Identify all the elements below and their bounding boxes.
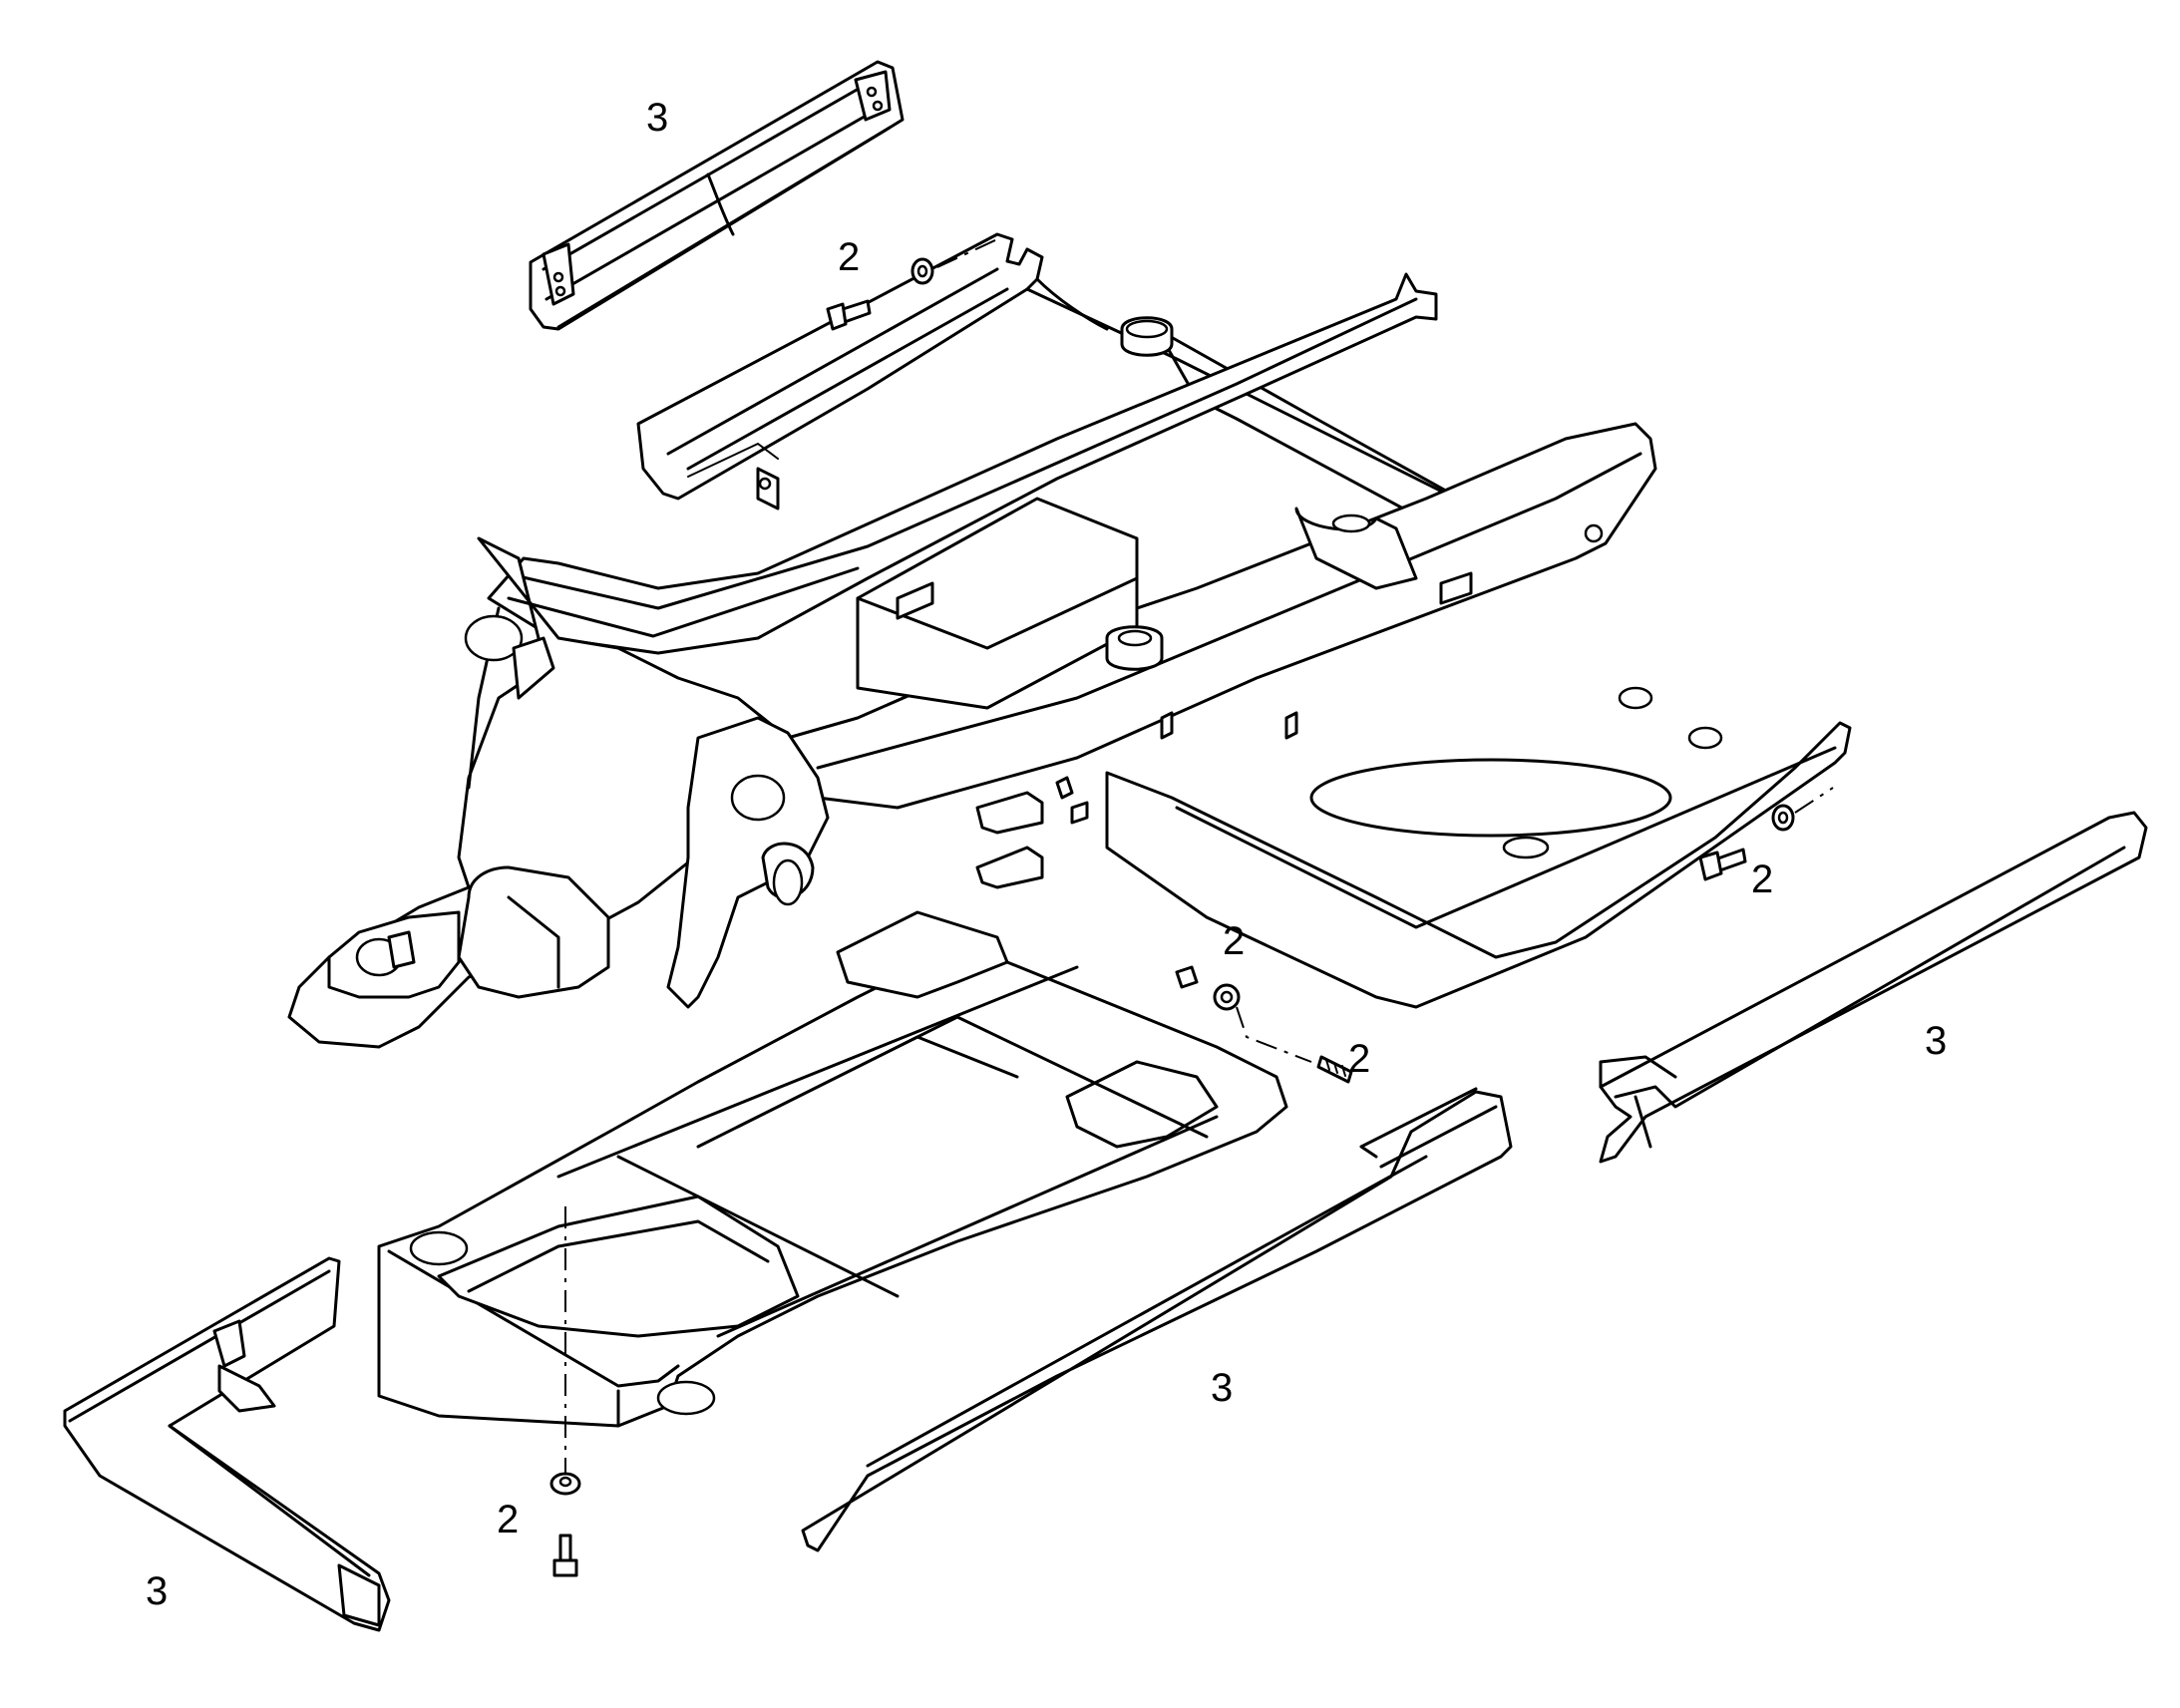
inner-brackets [975, 776, 1089, 889]
bolt-right [1698, 787, 1834, 881]
callout-cover-center-long: 3 [1211, 1366, 1234, 1410]
bolt-center [1175, 965, 1353, 1084]
cover-bottom-left [63, 1256, 391, 1632]
right-platform [1105, 686, 1852, 1009]
callout-cover-right: 3 [1925, 1019, 1948, 1063]
left-side-plate [287, 536, 830, 1049]
callout-bolt-right: 2 [1751, 857, 1774, 901]
callout-bolt-center-nut: 2 [1223, 919, 1246, 963]
callout-bolt-top-left: 2 [838, 235, 861, 279]
bolt-top-left [826, 238, 998, 331]
cover-right [1599, 811, 2148, 1164]
callout-bolt-center-stud: 2 [1348, 1037, 1371, 1081]
bolt-bottom [549, 1206, 581, 1577]
cover-center-long [801, 1087, 1513, 1552]
callout-cover-top-left: 3 [646, 96, 669, 140]
callout-bolt-bottom: 2 [497, 1498, 520, 1541]
callout-cover-bottom-left: 3 [146, 1569, 169, 1613]
lower-frame [377, 910, 1288, 1428]
center-box [856, 497, 1473, 710]
cover-top-left [529, 60, 905, 331]
